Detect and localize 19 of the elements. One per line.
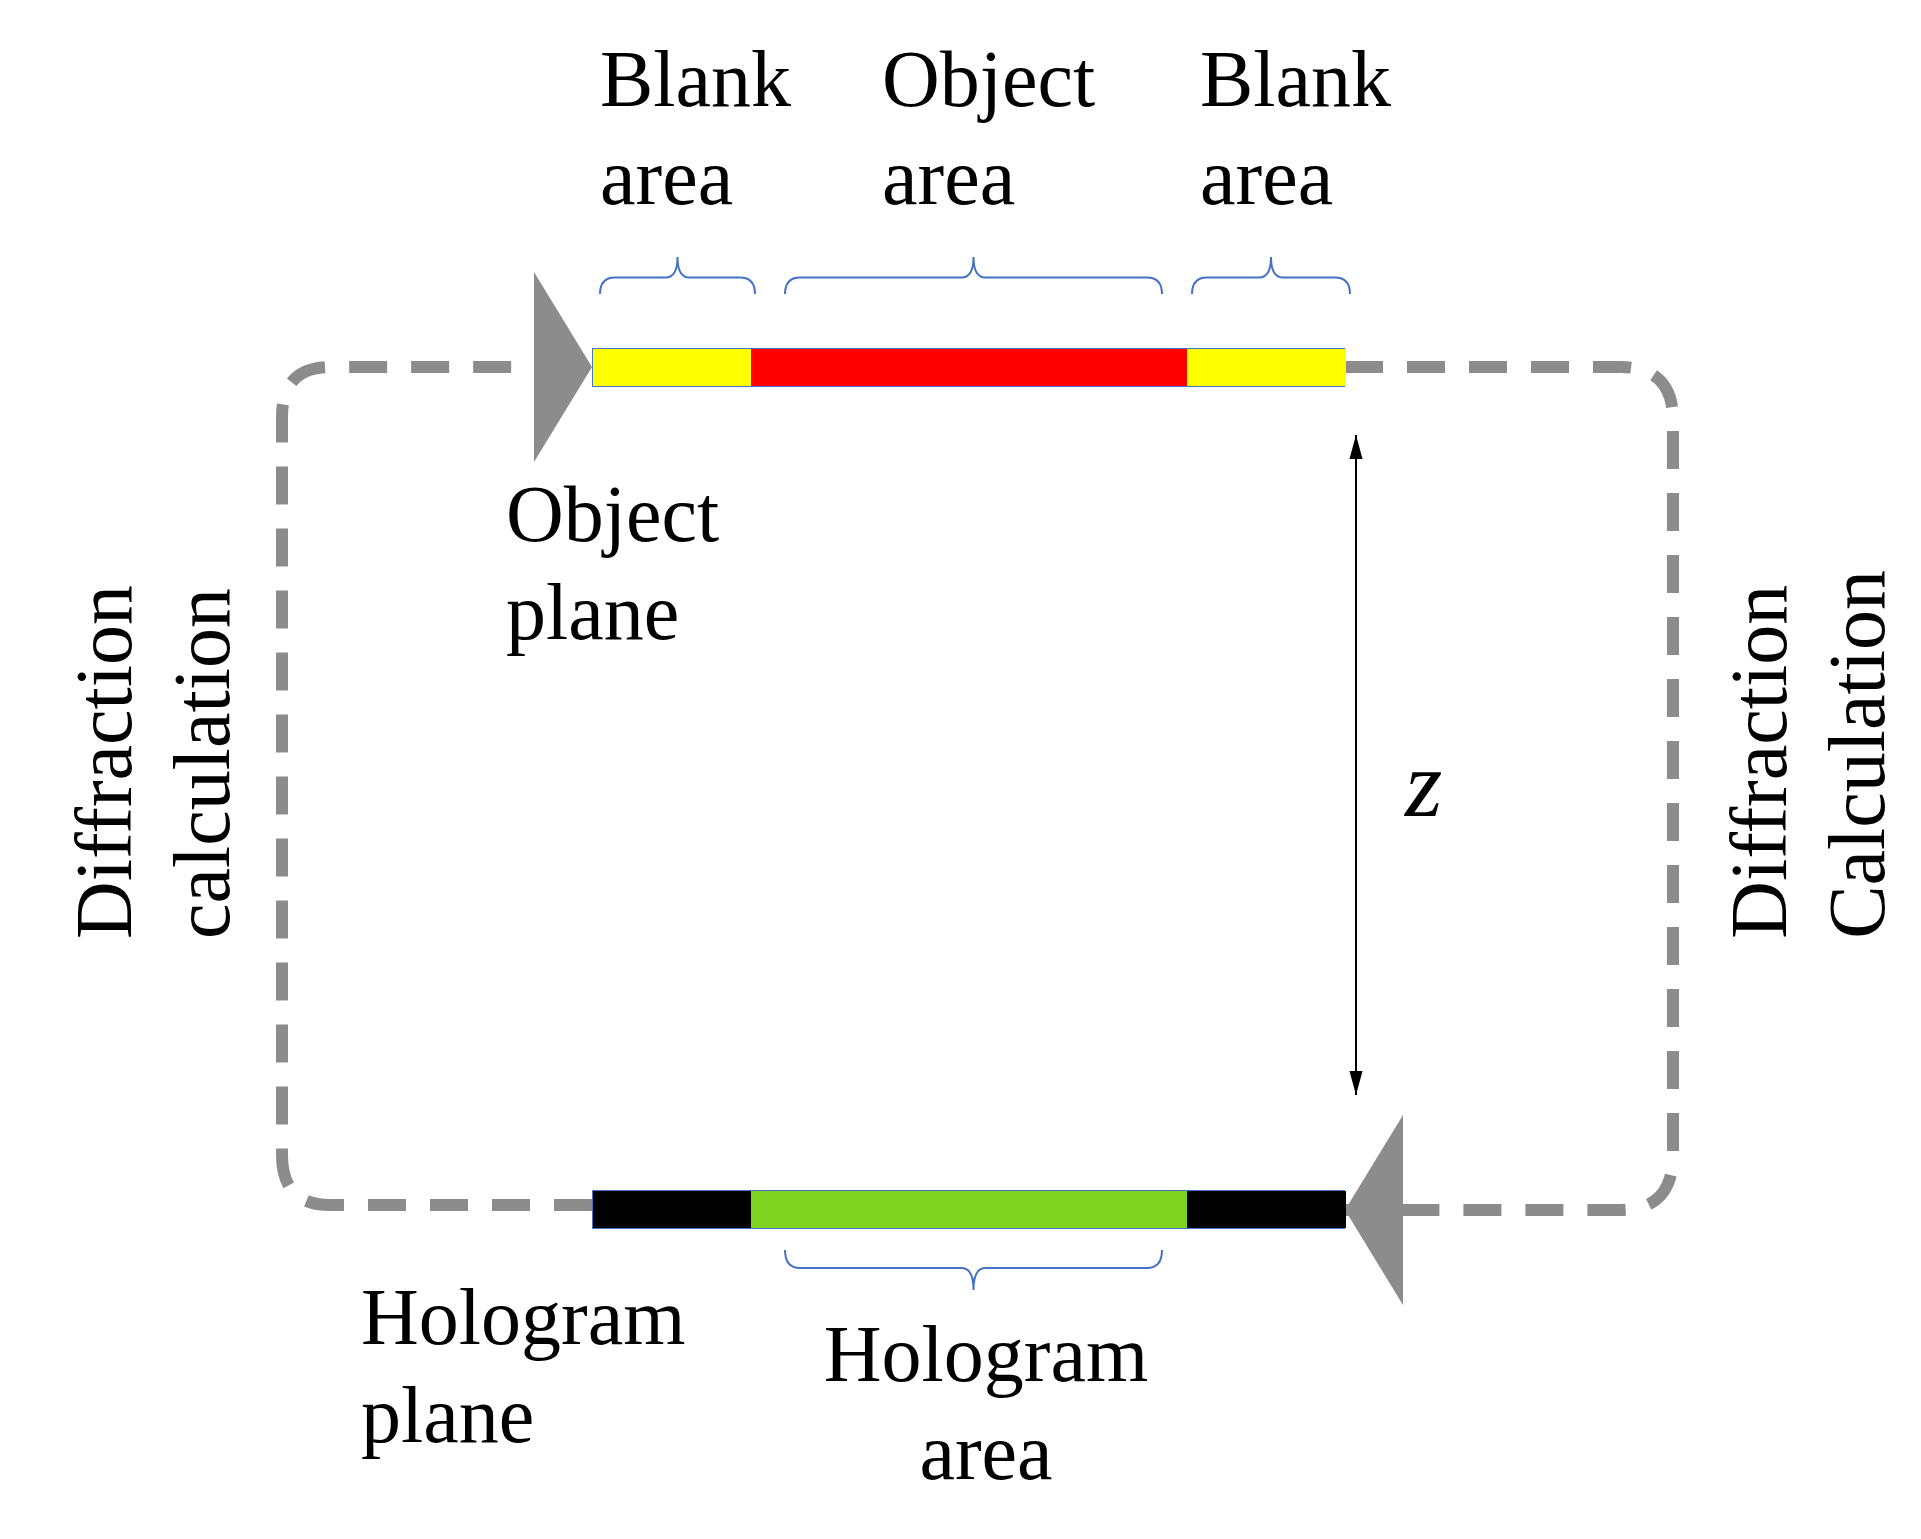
area-label: Object area bbox=[882, 34, 1096, 223]
area-segment bbox=[1187, 349, 1346, 386]
dashed-arrow bbox=[1345, 361, 1679, 1305]
edge-label: Diffraction calculation bbox=[59, 585, 247, 939]
dark-segment bbox=[593, 1191, 751, 1228]
plane-bar bbox=[592, 348, 1345, 387]
area-segment bbox=[751, 1191, 1187, 1228]
edge-label: Diffraction Calculation bbox=[1714, 570, 1902, 939]
area-label: Blank area bbox=[1200, 34, 1392, 223]
distance-label: z bbox=[1405, 735, 1443, 833]
plane-bar bbox=[592, 1190, 1345, 1229]
area-segment bbox=[593, 349, 751, 386]
dark-segment bbox=[1187, 1191, 1346, 1228]
plane-label: Object plane bbox=[506, 469, 720, 658]
dashed-arrow bbox=[276, 272, 592, 1211]
area-segment bbox=[751, 349, 1187, 386]
area-label: Blank area bbox=[600, 34, 792, 223]
area-label: Hologram area bbox=[823, 1309, 1149, 1498]
plane-label: Hologram plane bbox=[361, 1272, 686, 1461]
